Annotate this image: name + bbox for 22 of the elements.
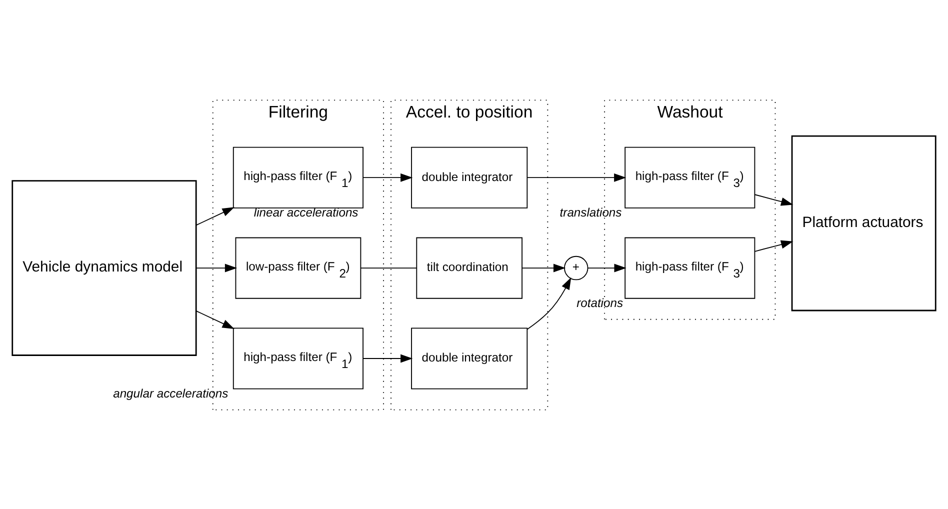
node-label: linear accelerations	[254, 205, 358, 220]
node-circle: +	[564, 255, 588, 280]
arrow	[362, 172, 413, 182]
node-box: Platform actuators	[791, 134, 936, 311]
arrow	[526, 172, 626, 182]
connector	[360, 267, 418, 268]
node-label: rotations	[576, 296, 624, 310]
arrow	[196, 263, 238, 272]
node-label: angular accelerations	[113, 386, 228, 400]
node-box: Vehicle dynamics model	[12, 180, 197, 356]
arrow	[754, 240, 794, 252]
arrow	[196, 206, 234, 226]
node-box: double integrator	[411, 146, 528, 208]
arrow	[362, 354, 413, 362]
arrow	[526, 276, 572, 330]
node-box: tilt coordination	[416, 236, 522, 298]
arrow	[754, 194, 794, 206]
arrow	[196, 310, 234, 328]
arrow	[587, 263, 626, 272]
node-label: translations	[560, 205, 622, 220]
node-box: double integrator	[411, 327, 528, 389]
arrow	[522, 263, 566, 272]
